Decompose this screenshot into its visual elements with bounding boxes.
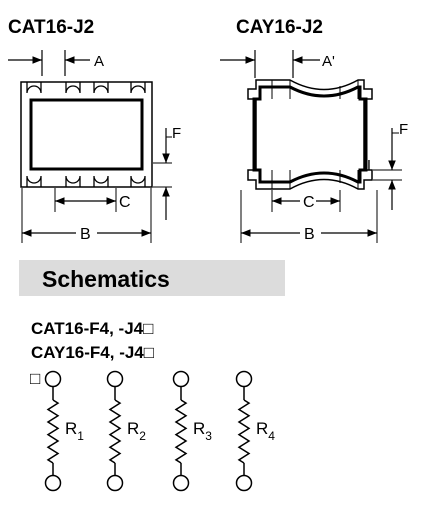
dim-f-right: F I — [367, 121, 408, 210]
cat16-j2-title: CAT16-J2 — [8, 17, 94, 38]
dim-a-prime-label: A' — [322, 53, 335, 70]
cat16-package — [20, 81, 153, 188]
pin-bottom-4 — [235, 474, 253, 492]
dim-a-left: A — [8, 50, 104, 76]
cay16-j2-diagram: CAY16-J2 A' — [220, 17, 408, 243]
resistor-3: R3 — [172, 370, 212, 492]
dim-f-left: F — [153, 125, 181, 220]
pin-top-2 — [106, 370, 124, 388]
dim-c-left: C — [54, 188, 131, 212]
dim-a-label: A — [94, 53, 104, 70]
dim-i-label: I — [367, 157, 371, 174]
resistor-1: R1 — [44, 370, 84, 492]
resistor-label-2: R2 — [127, 419, 146, 443]
dim-b-label: B — [80, 226, 91, 243]
dim-a-prime: A' — [220, 50, 335, 78]
resistor-zigzag-2 — [108, 399, 122, 464]
resistor-network: R1 R2 R3 R4 — [44, 370, 275, 492]
pin-bottom-3 — [172, 474, 190, 492]
resistor-4: R4 — [235, 370, 275, 492]
dim-b-right-label: B — [304, 226, 315, 243]
schematics-heading-band — [19, 260, 285, 296]
dim-b-left: B — [21, 188, 152, 243]
dim-f-label: F — [172, 125, 181, 142]
pin-marker: □ — [30, 369, 40, 388]
pin-bottom-2 — [106, 474, 124, 492]
resistor-label-4: R4 — [256, 419, 275, 443]
resistor-zigzag-4 — [237, 399, 251, 464]
cat16-j2-diagram: CAT16-J2 A — [8, 17, 181, 243]
pin-top-1 — [44, 370, 62, 388]
part-line-1: CAT16-F4, -J4□ — [31, 319, 153, 338]
resistor-2: R2 — [106, 370, 146, 492]
resistor-label-1: R1 — [65, 419, 84, 443]
pin-bottom-1 — [44, 474, 62, 492]
cay16-j2-title: CAY16-J2 — [236, 17, 323, 38]
cay16-package — [247, 79, 373, 190]
dim-b-right: B — [240, 190, 378, 243]
schematics-heading: Schematics — [42, 266, 170, 292]
dim-c-right: C — [271, 190, 341, 212]
part-line-2: CAY16-F4, -J4□ — [31, 343, 154, 362]
dim-c-right-label: C — [303, 194, 315, 211]
resistor-zigzag-3 — [174, 399, 188, 464]
schematics-section: Schematics CAT16-F4, -J4□ CAY16-F4, -J4□… — [19, 260, 285, 492]
dim-f-right-label: F — [399, 121, 408, 138]
pin-top-3 — [172, 370, 190, 388]
pin-top-4 — [235, 370, 253, 388]
resistor-label-3: R3 — [193, 419, 212, 443]
resistor-zigzag-1 — [46, 399, 60, 464]
dim-c-label: C — [119, 194, 131, 211]
